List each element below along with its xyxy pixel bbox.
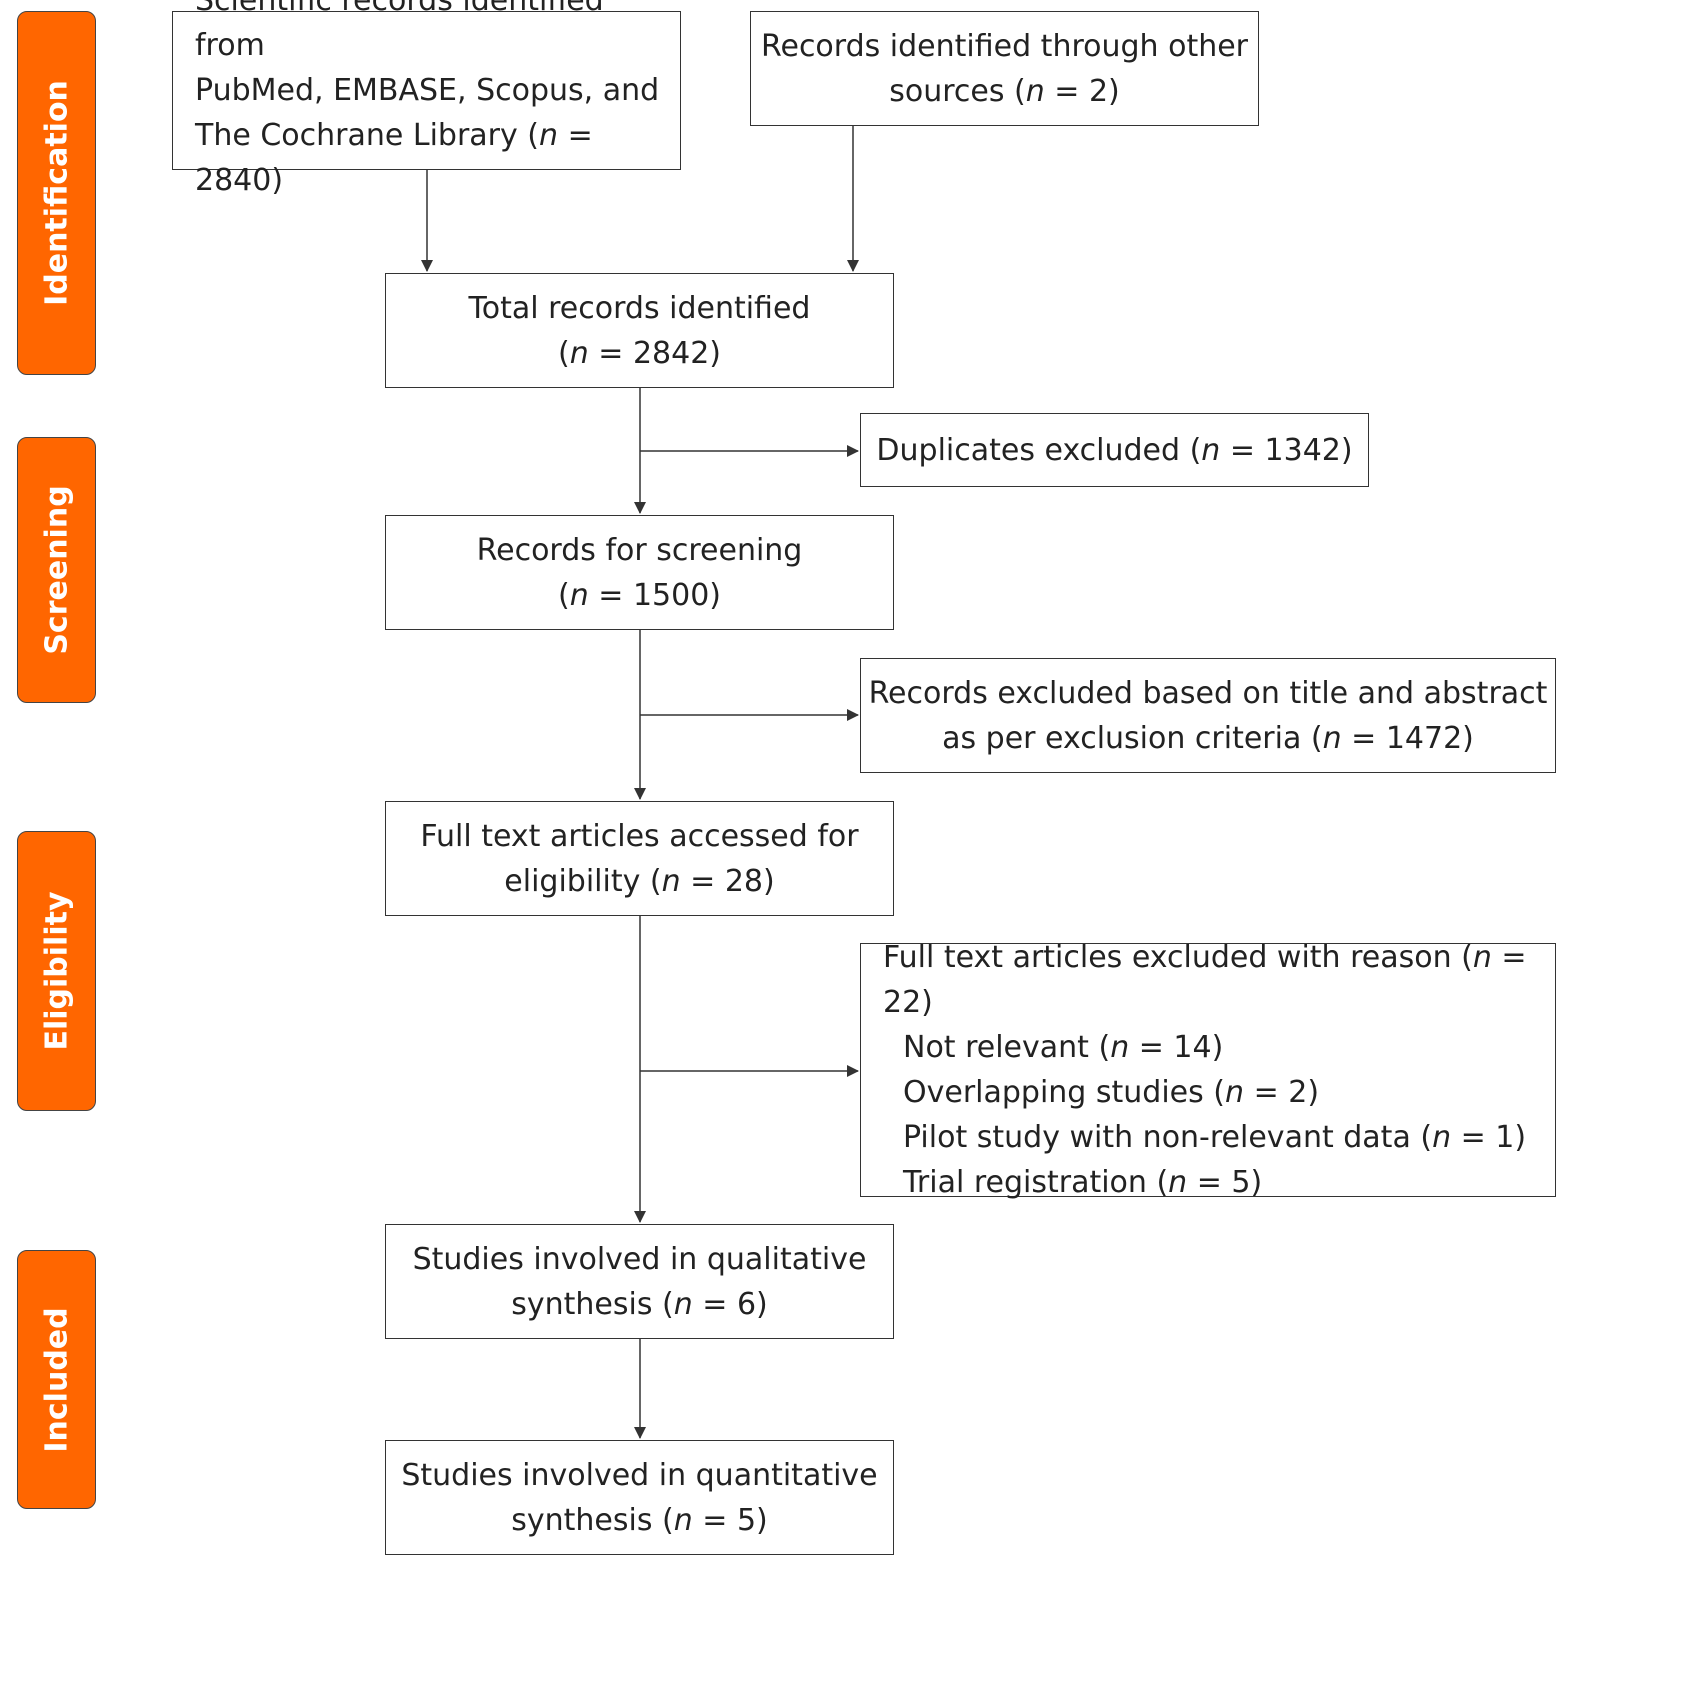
exclusion-reason-overlapping: Overlapping studies (n = 2) bbox=[903, 1075, 1320, 1110]
box-qualitative-synthesis: Studies involved in qualitative synthesi… bbox=[385, 1224, 894, 1339]
total-records-line2: (n = 2842) bbox=[558, 335, 721, 371]
box-quantitative-synthesis: Studies involved in quantitative synthes… bbox=[385, 1440, 894, 1555]
records-excluded-line2: as per exclusion criteria (n = 1472) bbox=[942, 720, 1474, 756]
records-screening-line2: (n = 1500) bbox=[558, 577, 721, 613]
box-records-screening: Records for screening (n = 1500) bbox=[385, 515, 894, 630]
records-excluded-line1: Records excluded based on title and abst… bbox=[868, 675, 1548, 711]
box-fulltext-excluded: Full text articles excluded with reason … bbox=[860, 940, 1556, 1200]
box-duplicates-excluded: Duplicates excluded (n = 1342) bbox=[860, 413, 1369, 487]
exclusion-reason-pilot: Pilot study with non-relevant data (n = … bbox=[903, 1120, 1527, 1155]
duplicates-excluded-text: Duplicates excluded (n = 1342) bbox=[876, 432, 1353, 468]
fulltext-excluded-header: Full text articles excluded with reason … bbox=[883, 940, 1527, 1020]
other-sources-line2: sources (n = 2) bbox=[889, 73, 1120, 109]
qualitative-line2: synthesis (n = 6) bbox=[511, 1286, 768, 1322]
fulltext-assessed-line2: eligibility (n = 28) bbox=[504, 863, 775, 899]
stage-included: Included bbox=[17, 1250, 96, 1509]
records-screening-line1: Records for screening bbox=[476, 532, 803, 568]
box-other-sources: Records identified through other sources… bbox=[750, 11, 1259, 126]
total-records-line1: Total records identified bbox=[468, 290, 811, 326]
box-fulltext-assessed: Full text articles accessed for eligibil… bbox=[385, 801, 894, 916]
flow-connectors bbox=[421, 126, 859, 1439]
database-records-line3: The Cochrane Library (n = 2840) bbox=[195, 118, 593, 198]
exclusion-reason-not-relevant: Not relevant (n = 14) bbox=[903, 1030, 1224, 1065]
quantitative-line2: synthesis (n = 5) bbox=[511, 1502, 768, 1538]
database-records-line1: Scientific records identified from bbox=[195, 0, 604, 63]
database-records-line2: PubMed, EMBASE, Scopus, and bbox=[195, 73, 660, 108]
box-database-records: Scientific records identified from PubMe… bbox=[172, 0, 681, 198]
other-sources-line1: Records identified through other bbox=[760, 28, 1249, 64]
exclusion-reason-trial-registration: Trial registration (n = 5) bbox=[903, 1165, 1263, 1200]
box-total-records: Total records identified (n = 2842) bbox=[385, 273, 894, 388]
box-records-excluded-title: Records excluded based on title and abst… bbox=[860, 658, 1556, 773]
quantitative-line1: Studies involved in quantitative bbox=[401, 1457, 878, 1493]
qualitative-line1: Studies involved in qualitative bbox=[412, 1241, 867, 1277]
stage-identification: Identification bbox=[17, 11, 96, 375]
stage-eligibility: Eligibility bbox=[17, 831, 96, 1111]
stage-screening: Screening bbox=[17, 437, 96, 703]
fulltext-assessed-line1: Full text articles accessed for bbox=[420, 818, 859, 854]
